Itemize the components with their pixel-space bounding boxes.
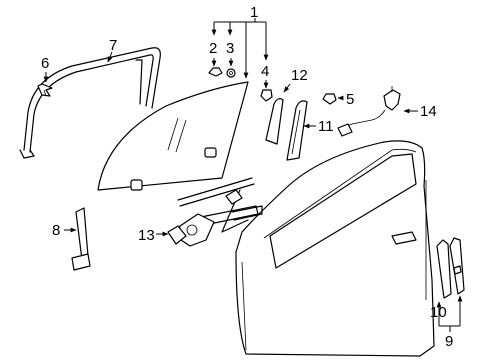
front-sash-strip [436, 239, 452, 299]
callout-3: 3 [226, 40, 234, 57]
callout-6: 6 [41, 55, 49, 72]
clip [37, 83, 53, 97]
callout-12: 12 [291, 67, 308, 84]
callout-7: 7 [109, 37, 117, 54]
grommet [208, 67, 223, 77]
plug [322, 93, 337, 105]
lock-actuator [337, 86, 401, 137]
door-shell [235, 140, 435, 357]
callout-1: 1 [250, 4, 258, 21]
window-regulator [167, 177, 263, 247]
callout-4: 4 [261, 63, 269, 80]
callout-14: 14 [420, 103, 437, 120]
callout-5: 5 [346, 91, 354, 108]
bumper [260, 89, 273, 102]
callout-11: 11 [318, 118, 334, 135]
leader-lines [43, 18, 463, 332]
rear-sash-strip [449, 237, 465, 295]
window-run-channel [19, 47, 161, 159]
inner-weatherstrip [265, 98, 284, 145]
door-glass [97, 81, 249, 191]
callout-13: 13 [138, 227, 155, 244]
callout-9: 9 [445, 333, 453, 350]
nut [226, 68, 236, 78]
callout-10: 10 [430, 304, 447, 321]
callout-labels: 1 2 3 4 5 6 7 8 9 10 11 12 13 14 [41, 4, 453, 350]
outer-weatherstrip [286, 100, 308, 161]
callout-2: 2 [209, 40, 217, 57]
rear-lower-channel [71, 207, 91, 271]
callout-8: 8 [52, 222, 60, 239]
